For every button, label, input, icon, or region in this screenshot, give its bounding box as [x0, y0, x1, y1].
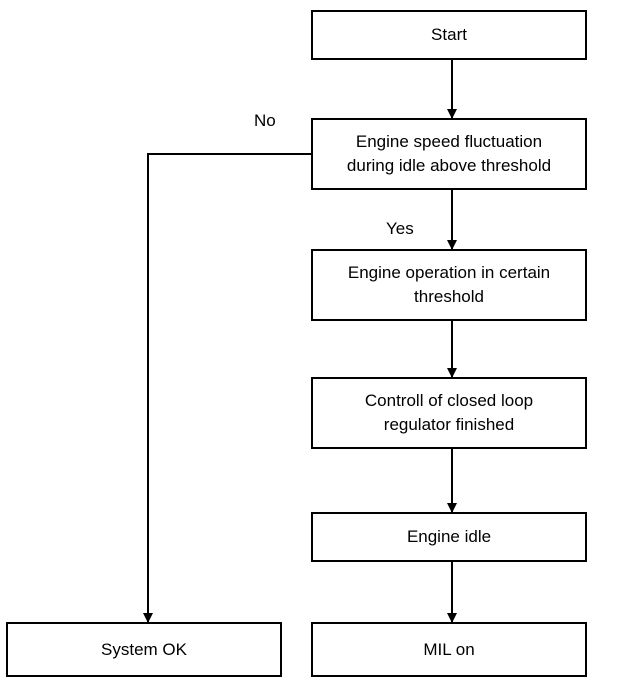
speed-check-label-line-1: Engine speed fluctuation [355, 132, 543, 151]
start-node: Start [311, 10, 587, 60]
mil-node: MIL on [311, 622, 587, 677]
speed-check-label-line-2: during idle above threshold [346, 156, 552, 175]
system-ok-node-label: System OK [101, 639, 187, 659]
speed-check-node: Engine speed fluctuation during idle abo… [311, 118, 587, 190]
controll-label-line-1: Controll of closed loop [364, 391, 534, 410]
no-edge-label: No [254, 111, 276, 130]
controll-node: Controll of closed loop regulator finish… [311, 377, 587, 449]
arrow-speed-check-to-system-ok [143, 153, 311, 623]
operation-node: Engine operation in certain threshold [311, 249, 587, 321]
start-node-label: Start [431, 25, 467, 44]
idle-node: Engine idle [311, 512, 587, 562]
controll-label-line-2: regulator finished [383, 415, 515, 434]
operation-label-line-1: Engine operation in certain [347, 263, 551, 282]
mil-node-label: MIL on [423, 639, 475, 659]
idle-node-label: Engine idle [406, 527, 492, 546]
yes-edge-label: Yes [386, 219, 414, 238]
operation-label-line-2: threshold [414, 287, 484, 306]
system-ok-node: System OK [6, 622, 282, 677]
